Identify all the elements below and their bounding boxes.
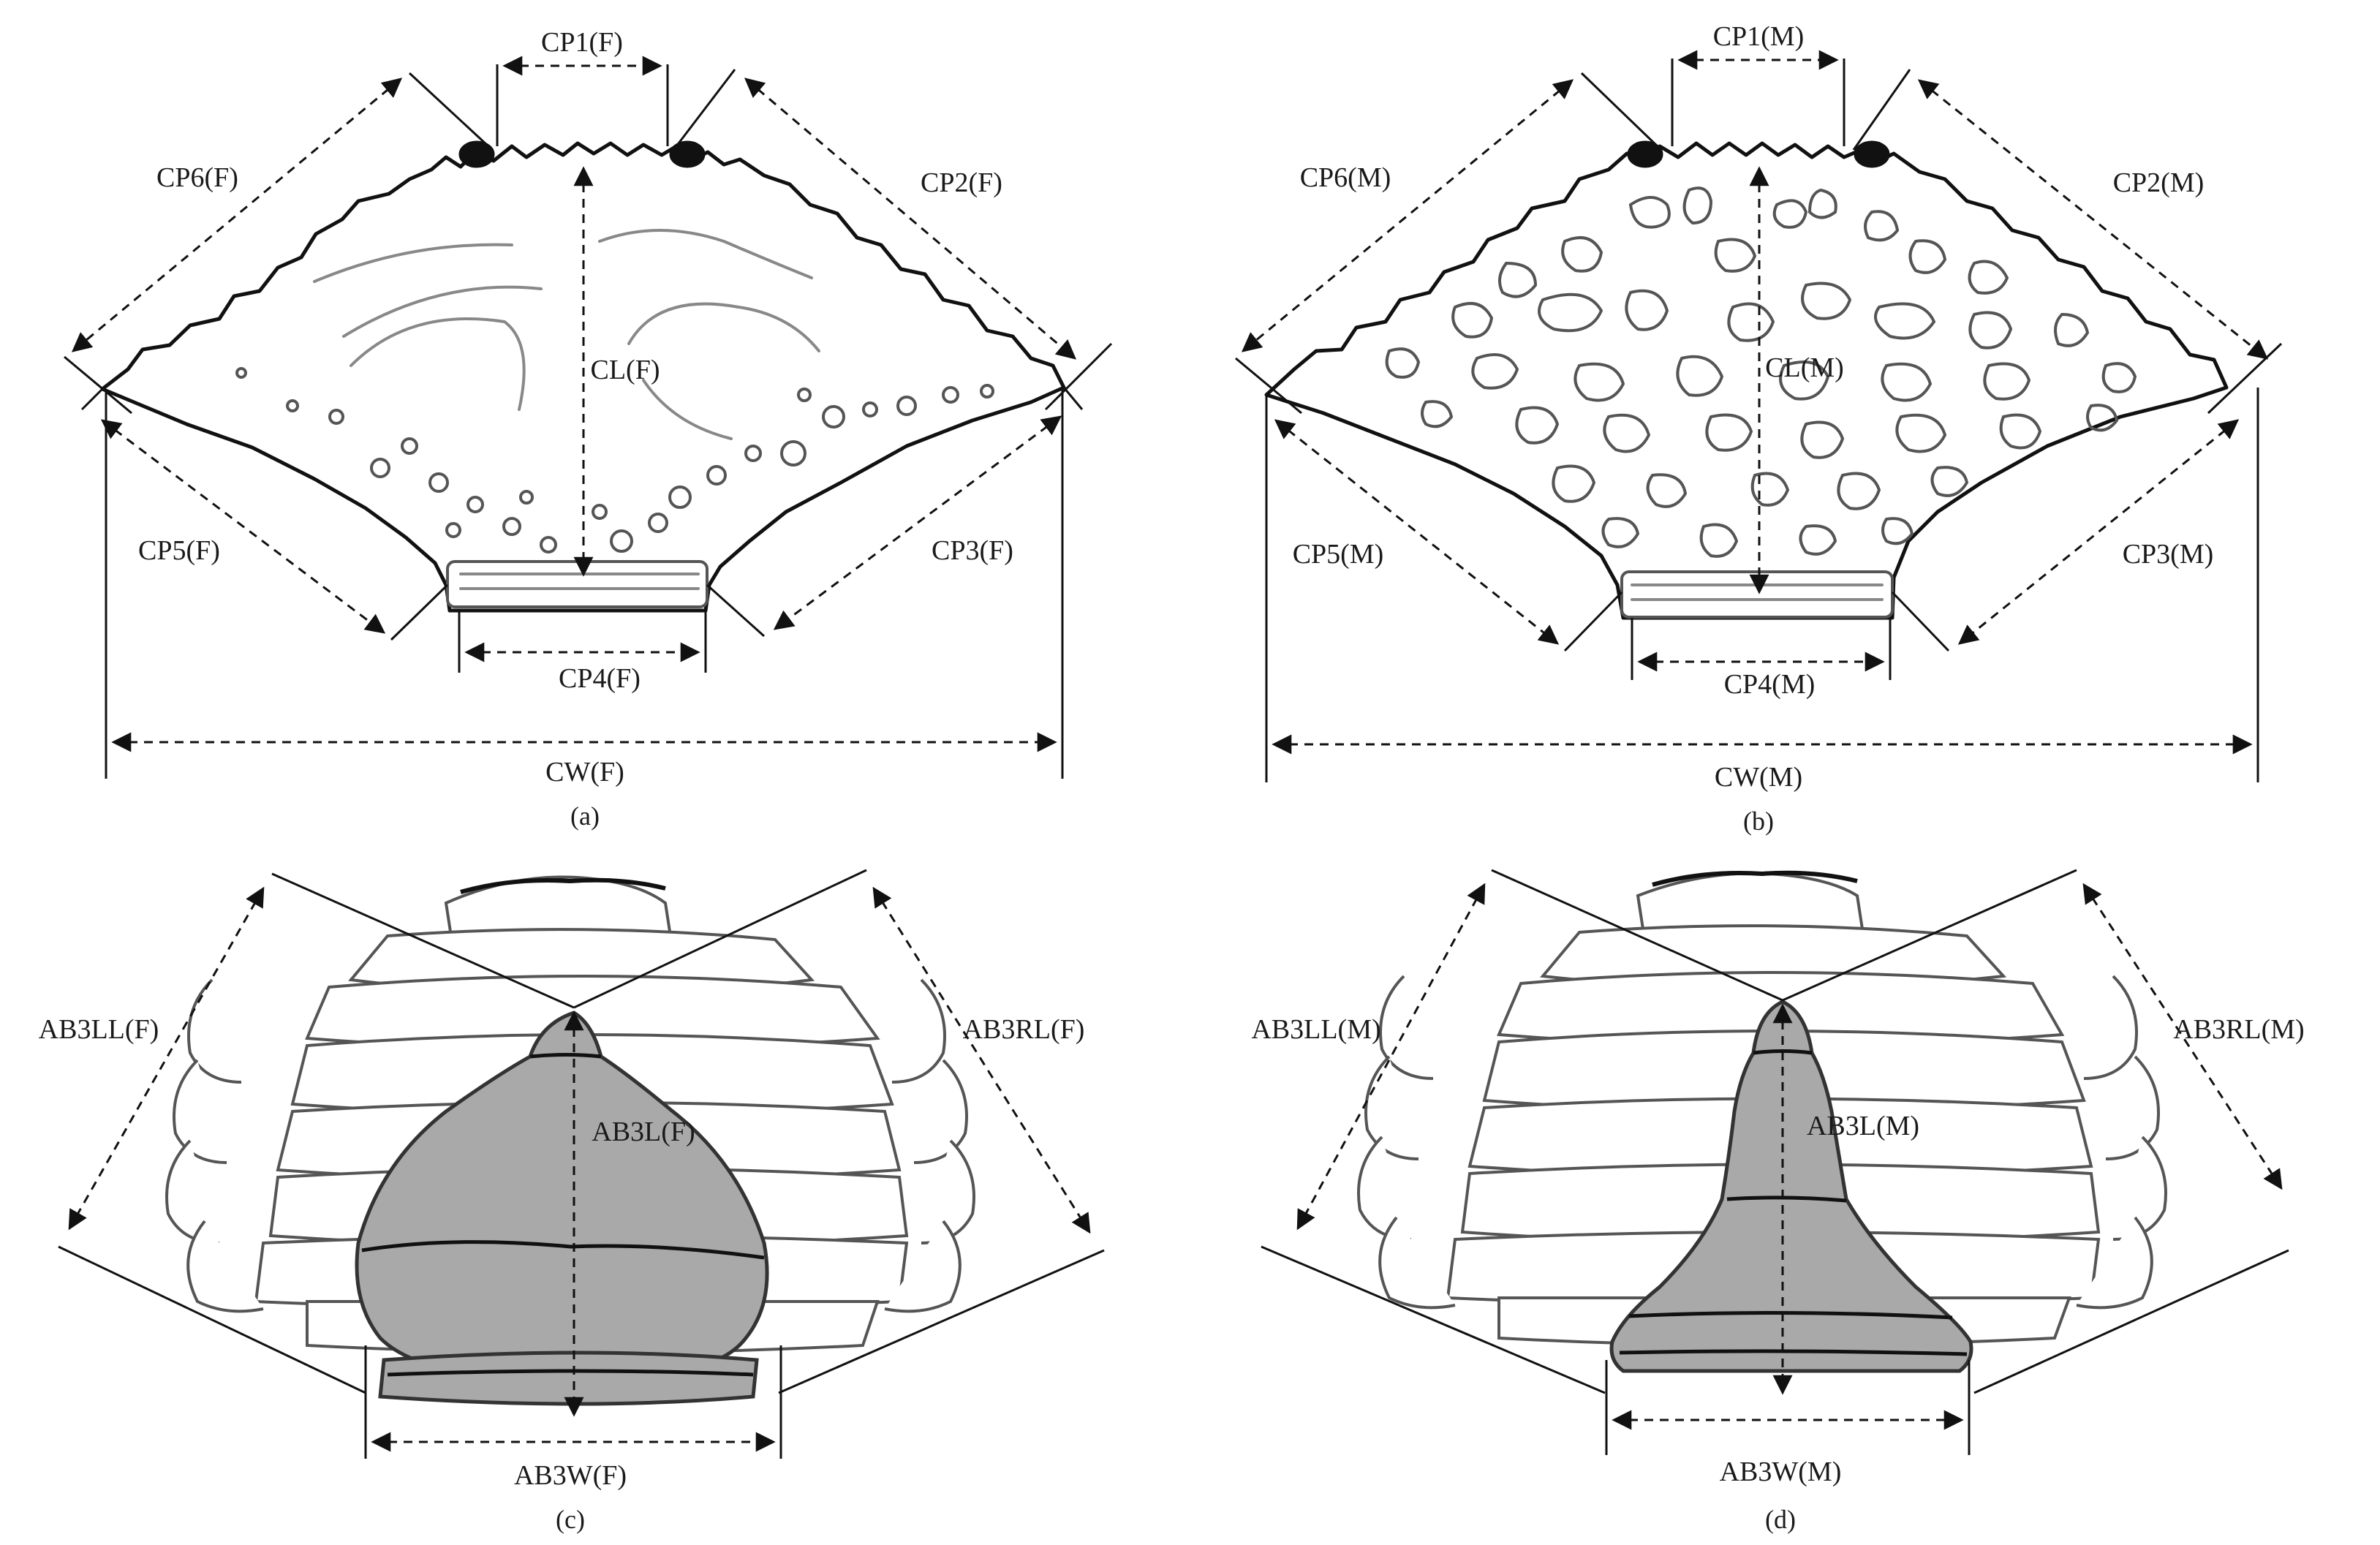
left-eye	[458, 140, 495, 168]
panel-b: CP1(M) CP6(M) CP2(M) CL(M) CP5(M) CP3(M)…	[1235, 21, 2283, 836]
cp1-label: CP1(F)	[541, 27, 623, 58]
cw-label-male: CW(M)	[1715, 762, 1802, 793]
caption-b: (b)	[1743, 807, 1774, 836]
cw-label: CW(F)	[545, 757, 624, 787]
panel-c: AB3LL(F) AB3RL(F) AB3L(F) AB3W(F) (c)	[39, 869, 1105, 1534]
ab3ll-label-male: AB3LL(M)	[1251, 1014, 1380, 1045]
cp3-label: CP3(F)	[932, 535, 1013, 566]
cl-label: CL(F)	[591, 355, 660, 385]
cp5-label-male: CP5(M)	[1293, 539, 1384, 570]
ab3rl-label: AB3RL(F)	[963, 1014, 1085, 1045]
cp2-arrow	[744, 78, 1077, 360]
cp2-label-male: CP2(M)	[2113, 167, 2205, 198]
cp2-label: CP2(F)	[921, 167, 1002, 198]
carapace-front-edge	[460, 877, 666, 894]
carapace-front-edge-male	[1652, 870, 1858, 887]
ab3rl-label-male: AB3RL(M)	[2173, 1014, 2304, 1045]
cp6-label: CP6(F)	[156, 162, 238, 193]
cp3-arrow-male	[1957, 419, 2240, 645]
ab3ll-label: AB3LL(F)	[39, 1014, 159, 1045]
cp4-label: CP4(F)	[559, 663, 641, 694]
cp6-arrow-male	[1241, 79, 1574, 352]
cp5-arrow	[100, 419, 386, 634]
cp4-label-male: CP4(M)	[1724, 669, 1816, 700]
panel-a: CP1(F) CP6(F) CP2(F) CL(F) CP5(F) CP3(F)…	[64, 27, 1113, 831]
abdomen-base-female	[378, 1351, 759, 1406]
carapace-shell-male	[1264, 141, 2229, 620]
caption-c: (c)	[556, 1505, 585, 1534]
right-eye	[669, 140, 706, 168]
seam-1	[529, 1053, 602, 1059]
ab3rl-arrow	[872, 886, 1091, 1234]
cp3-label-male: CP3(M)	[2123, 539, 2214, 570]
cp1-label-male: CP1(M)	[1713, 21, 1805, 52]
cp6-arrow	[71, 78, 403, 352]
ab3w-label-male: AB3W(M)	[1720, 1457, 1842, 1487]
cp3-arrow	[773, 415, 1062, 630]
ab3l-label: AB3L(F)	[592, 1117, 695, 1147]
ab3l-label-male: AB3L(M)	[1807, 1111, 1919, 1141]
left-eye-male	[1627, 140, 1663, 168]
panel-d: AB3LL(M) AB3RL(M) AB3L(M) AB3W(M) (d)	[1251, 869, 2305, 1534]
cp5-label: CP5(F)	[138, 535, 220, 566]
caption-a: (a)	[570, 801, 600, 831]
ab3w-label: AB3W(F)	[514, 1460, 627, 1491]
right-eye-male	[1854, 140, 1890, 168]
caption-d: (d)	[1765, 1505, 1796, 1534]
cp5-arrow-male	[1274, 419, 1560, 645]
ab3ll-arrow-male	[1296, 883, 1486, 1231]
cp2-arrow-male	[1917, 79, 2269, 360]
frontal-plate-male	[1620, 570, 1894, 619]
cl-label-male: CL(M)	[1765, 352, 1844, 383]
cp6-label-male: CP6(M)	[1300, 162, 1391, 193]
frontal-plate	[446, 560, 709, 608]
ab3ll-arrow	[68, 886, 265, 1231]
